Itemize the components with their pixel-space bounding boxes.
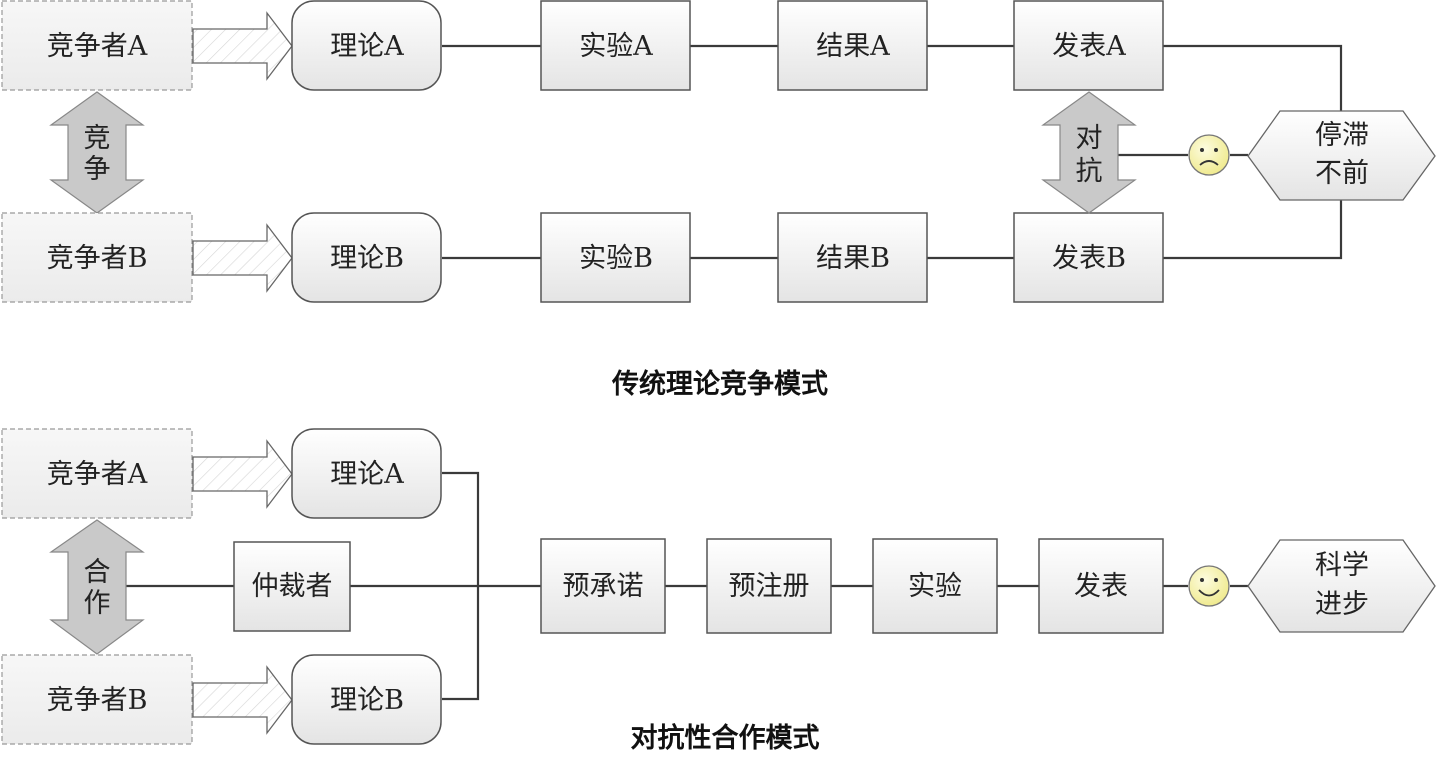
adversarial-model-title: 对抗性合作模式: [631, 722, 820, 754]
preregister-label: 预注册: [729, 571, 810, 602]
conflict-double-arrow: 对 抗: [1041, 91, 1137, 214]
hatched-arrow-b: [192, 223, 293, 293]
conflict-label-2: 抗: [1076, 156, 1103, 187]
connector-publish-b-outcome: [1163, 200, 1343, 260]
traditional-model-title: 传统理论竞争模式: [611, 368, 828, 400]
theory-b-box-2[interactable]: 理论B: [291, 654, 442, 745]
hatched-arrow-a: [192, 11, 293, 81]
adversarial-connectors: [126, 471, 1248, 701]
cooperation-double-arrow: 合 作: [49, 519, 145, 655]
sad-face-icon: [1188, 134, 1230, 176]
publish-a-label: 发表A: [1052, 31, 1126, 62]
competition-label-1: 竞: [84, 123, 111, 154]
competitor-b-label-2: 竞争者B: [47, 685, 148, 716]
experiment-b-box[interactable]: 实验B: [540, 212, 691, 303]
publish-a-box[interactable]: 发表A: [1013, 0, 1164, 91]
theory-b-box[interactable]: 理论B: [291, 212, 442, 303]
progress-label-1: 科学: [1315, 550, 1369, 581]
preregister-box[interactable]: 预注册: [706, 538, 832, 634]
outcome-label-2: 不前: [1315, 158, 1369, 189]
outcome-progress-hexagon[interactable]: 科学 进步: [1247, 539, 1436, 633]
theory-a-box-2[interactable]: 理论A: [291, 428, 442, 519]
arbiter-label: 仲裁者: [252, 571, 333, 602]
theory-a-label-2: 理论A: [330, 459, 404, 490]
publish-label: 发表: [1074, 571, 1128, 602]
connector-publish-a-outcome: [1163, 44, 1343, 112]
outcome-label-1: 停滞: [1315, 120, 1369, 151]
experiment-b-label: 实验B: [579, 243, 653, 274]
hatched-arrow-a-2: [192, 439, 293, 509]
competitor-a-label-2: 竞争者A: [47, 459, 148, 490]
competitor-b-box[interactable]: 竞争者B: [1, 212, 193, 303]
progress-label-2: 进步: [1315, 589, 1369, 620]
competition-double-arrow: 竞 争: [49, 91, 145, 214]
competitor-a-box[interactable]: 竞争者A: [1, 0, 193, 91]
competitor-a-box-2[interactable]: 竞争者A: [1, 428, 193, 519]
cooperation-label-2: 作: [84, 588, 111, 619]
happy-face-icon: [1188, 565, 1230, 607]
competitor-b-label: 竞争者B: [47, 243, 148, 274]
publish-b-label: 发表B: [1052, 243, 1126, 274]
outcome-stagnation-hexagon[interactable]: 停滞 不前: [1247, 110, 1436, 201]
result-b-label: 结果B: [816, 243, 890, 274]
hatched-arrow-b-2: [192, 665, 293, 735]
competition-label-2: 争: [84, 154, 111, 185]
precommit-box[interactable]: 预承诺: [540, 538, 666, 634]
result-b-box[interactable]: 结果B: [777, 212, 928, 303]
conflict-label-1: 对: [1076, 123, 1103, 154]
publish-box[interactable]: 发表: [1038, 538, 1164, 634]
adversarial-model: 竞争者A 理论A 合 作 仲裁者 竞争者B 理论B 预承诺: [1, 428, 1436, 754]
theory-b-label-2: 理论B: [330, 685, 404, 716]
competitor-b-box-2[interactable]: 竞争者B: [1, 654, 193, 745]
theory-a-box[interactable]: 理论A: [291, 0, 442, 91]
result-a-box[interactable]: 结果A: [777, 0, 928, 91]
traditional-model: 竞争者A 理论A 实验A 结果A 发表A 竞 争 竞争者B: [1, 0, 1436, 400]
precommit-label: 预承诺: [563, 571, 644, 602]
arbiter-box[interactable]: 仲裁者: [233, 541, 351, 632]
publish-b-box[interactable]: 发表B: [1013, 212, 1164, 303]
experiment-a-box[interactable]: 实验A: [540, 0, 691, 91]
theory-a-label: 理论A: [330, 31, 404, 62]
experiment-a-label: 实验A: [579, 31, 653, 62]
result-a-label: 结果A: [816, 31, 890, 62]
experiment-box[interactable]: 实验: [872, 538, 998, 634]
competitor-a-label: 竞争者A: [47, 31, 148, 62]
theory-b-label: 理论B: [330, 243, 404, 274]
cooperation-label-1: 合: [84, 557, 111, 588]
experiment-label: 实验: [908, 571, 962, 602]
